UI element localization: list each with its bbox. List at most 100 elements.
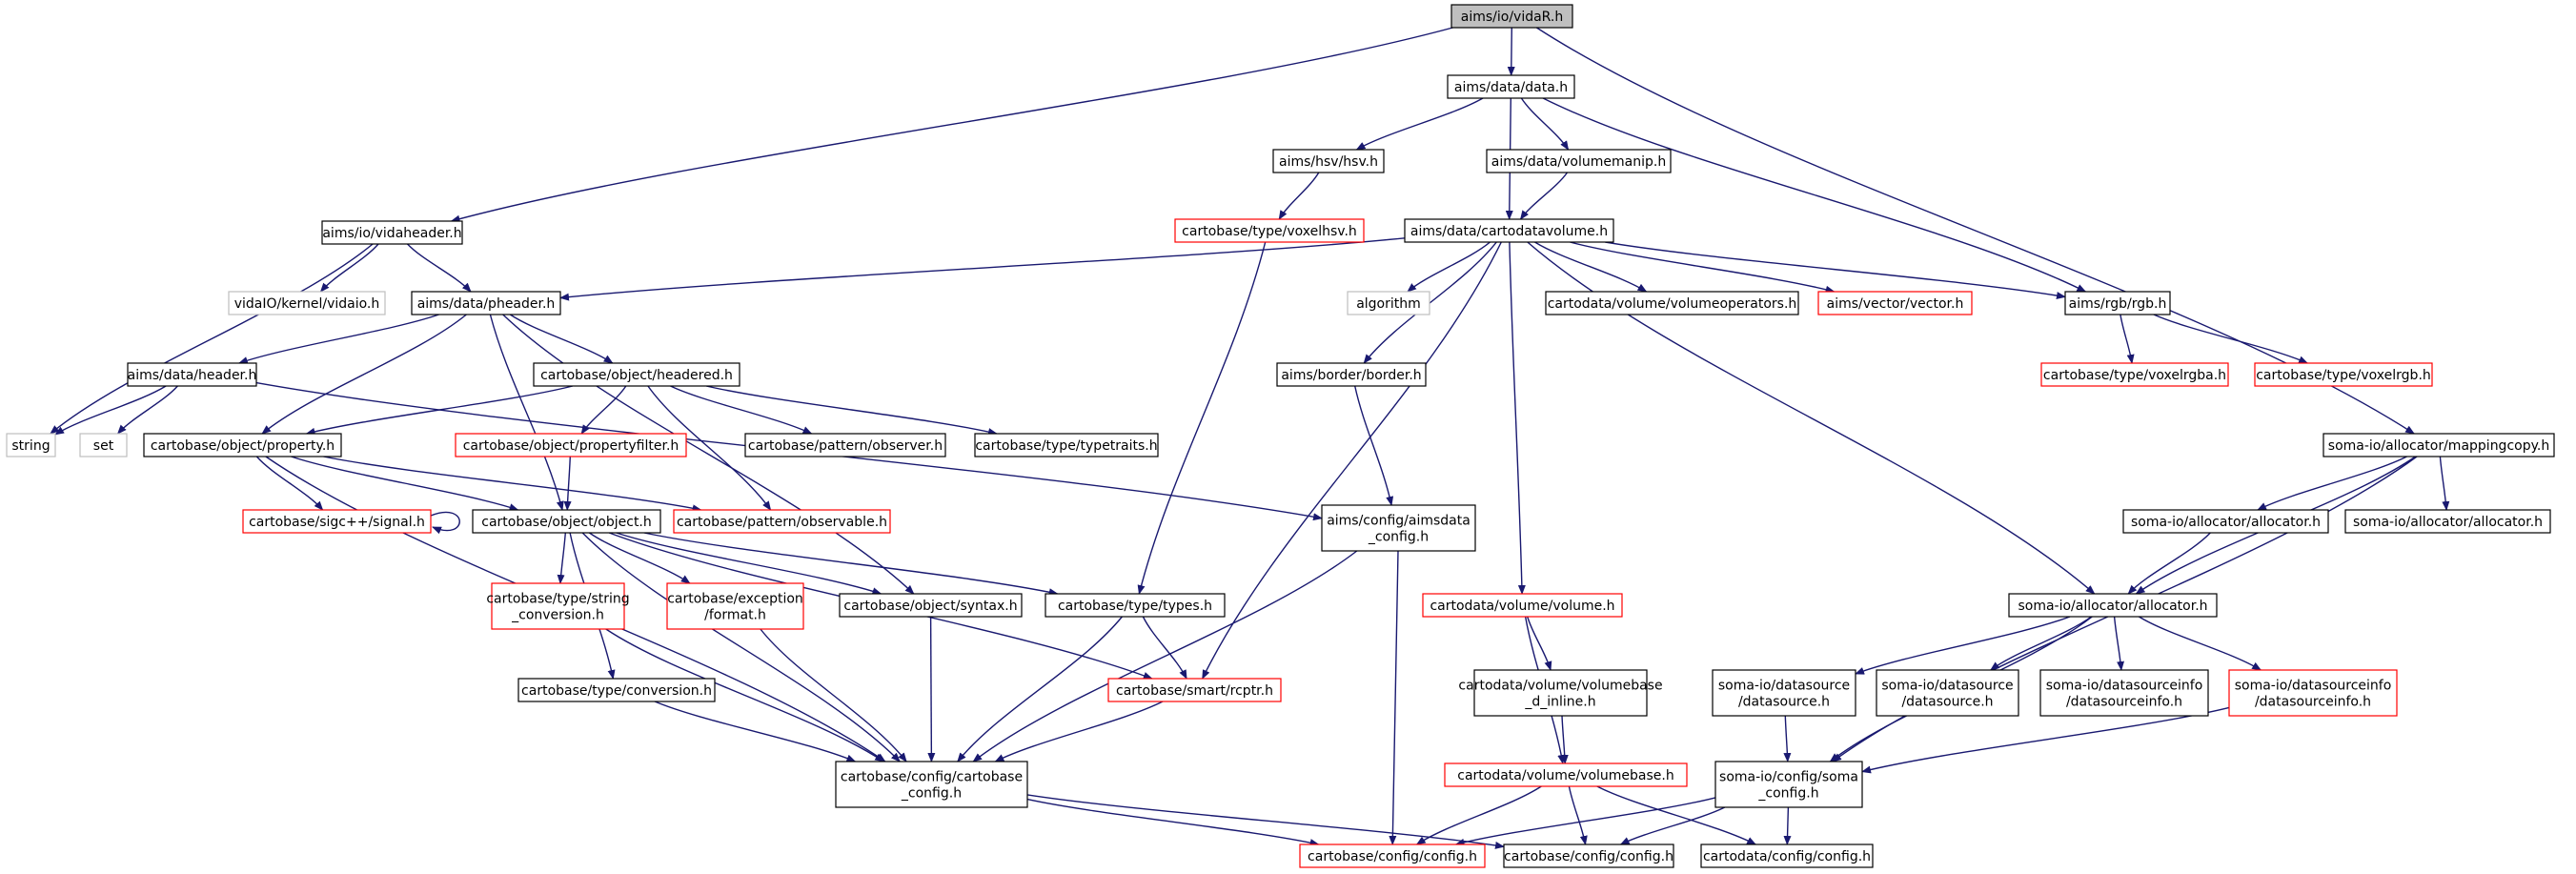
- node-box: [1486, 149, 1672, 173]
- node-format[interactable]: cartobase/exception/format.h: [666, 582, 804, 630]
- edge-aimsdataconfig-to-configRed: [1389, 550, 1399, 845]
- node-observer[interactable]: cartobase/pattern/observer.h: [744, 433, 946, 457]
- node-conversion[interactable]: cartobase/type/conversion.h: [517, 678, 716, 702]
- node-box: [1712, 669, 1856, 717]
- node-label: aims/data/pheader.h: [417, 296, 556, 312]
- node-label: vidaIO/kernel/vidaio.h: [234, 296, 380, 312]
- node-vector[interactable]: aims/vector/vector.h: [1817, 291, 1973, 315]
- node-box: [1473, 669, 1648, 717]
- node-box: [2322, 433, 2555, 457]
- edge-somaconfig-to-configBlack: [1619, 806, 1726, 845]
- node-object[interactable]: cartobase/object/object.h: [472, 509, 661, 534]
- node-datasourceinfoA[interactable]: soma-io/datasourceinfo/datasourceinfo.h: [2039, 669, 2209, 717]
- node-box: [1450, 4, 1573, 29]
- node-label: soma-io/allocator/mappingcopy.h: [2328, 438, 2549, 454]
- edge-headered-to-propertyfilter: [580, 385, 627, 435]
- node-configBlack[interactable]: cartobase/config/config.h: [1503, 844, 1674, 868]
- edge-headered-to-observer: [670, 385, 813, 435]
- node-rgb[interactable]: aims/rgb/rgb.h: [2064, 291, 2171, 315]
- node-volumebase_inline[interactable]: cartodata/volume/volumebase_d_inline.h: [1458, 669, 1663, 717]
- edge-border-to-aimsdataconfig: [1354, 385, 1394, 506]
- node-vidaR[interactable]: aims/io/vidaR.h: [1450, 4, 1573, 29]
- edge-object-to-cartobaseconfig: [581, 532, 901, 762]
- node-volumebase[interactable]: cartodata/volume/volumebase.h: [1444, 762, 1688, 787]
- node-box: [666, 582, 804, 630]
- edge-cartodatavolume-to-rcptr: [1202, 241, 1502, 680]
- edge-conversion-to-cartobaseconfig: [654, 701, 857, 762]
- edge-cartodatavolume-to-volumeoperators: [1534, 241, 1648, 293]
- node-datasourceinfoB[interactable]: soma-io/datasourceinfo/datasourceinfo.h: [2228, 669, 2398, 717]
- node-box: [411, 291, 561, 315]
- node-observable[interactable]: cartobase/pattern/observable.h: [673, 509, 891, 534]
- node-volumeoperators[interactable]: cartodata/volume/volumeoperators.h: [1545, 291, 1799, 315]
- node-propertyfilter[interactable]: cartobase/object/propertyfilter.h: [455, 433, 687, 457]
- edge-allocatorA-to-allocatorMain: [2127, 532, 2211, 595]
- node-label: soma-io/allocator/allocator.h: [2131, 515, 2321, 530]
- node-label: cartobase/config/config.h: [1504, 849, 1673, 864]
- edge-property-to-observable: [323, 456, 702, 513]
- node-box: [533, 362, 740, 387]
- node-allocatorMain[interactable]: soma-io/allocator/allocator.h: [2008, 593, 2218, 618]
- node-cartodataconfig[interactable]: cartodata/config/config.h: [1700, 844, 1874, 868]
- edge-datasourceinfoB-to-somaconfig: [1861, 706, 2230, 774]
- node-pheader[interactable]: aims/data/pheader.h: [411, 291, 561, 315]
- node-configRed[interactable]: cartobase/config/config.h: [1299, 844, 1486, 868]
- node-box: [1422, 593, 1623, 618]
- node-box: [1447, 74, 1575, 99]
- node-types[interactable]: cartobase/type/types.h: [1045, 593, 1226, 618]
- edge-volume-to-volumebase_inline: [1527, 616, 1552, 671]
- node-box: [1045, 593, 1226, 618]
- node-signal[interactable]: cartobase/sigc++/signal.h: [242, 509, 432, 534]
- node-headered[interactable]: cartobase/object/headered.h: [533, 362, 740, 387]
- node-mappingcopy[interactable]: soma-io/allocator/mappingcopy.h: [2322, 433, 2555, 457]
- node-typetraits[interactable]: cartobase/type/typetraits.h: [974, 433, 1159, 457]
- node-allocatorB[interactable]: soma-io/allocator/allocator.h: [2344, 509, 2551, 534]
- node-label: cartobase/type/voxelhsv.h: [1182, 224, 1357, 239]
- node-vidaheader[interactable]: aims/io/vidaheader.h: [321, 220, 463, 245]
- edge-vidaheader-to-pheader: [406, 243, 472, 293]
- node-syntax[interactable]: cartobase/object/syntax.h: [839, 593, 1023, 618]
- node-rcptr[interactable]: cartobase/smart/rcptr.h: [1107, 678, 1282, 702]
- edge-cartodatavolume-to-rgb: [1605, 241, 2066, 299]
- node-datasourceA[interactable]: soma-io/datasource/datasource.h: [1712, 669, 1856, 717]
- node-border[interactable]: aims/border/border.h: [1276, 362, 1427, 387]
- node-cartodatavolume[interactable]: aims/data/cartodatavolume.h: [1404, 218, 1614, 243]
- node-label: cartobase/config/cartobase: [841, 770, 1023, 785]
- node-datasourceB[interactable]: soma-io/datasource/datasource.h: [1876, 669, 2019, 717]
- node-vidaio: vidaIO/kernel/vidaio.h: [228, 291, 386, 315]
- node-header[interactable]: aims/data/header.h: [127, 362, 257, 387]
- edge-data-to-hsv: [1355, 97, 1484, 151]
- node-label: cartodata/volume/volumebase.h: [1457, 768, 1673, 783]
- node-label: aims/vector/vector.h: [1827, 296, 1964, 312]
- node-aimsdataconfig[interactable]: aims/config/aimsdata_config.h: [1321, 504, 1476, 552]
- edge-cartodatavolume-to-algorithm: [1407, 241, 1491, 293]
- node-volumemanip[interactable]: aims/data/volumemanip.h: [1486, 149, 1672, 173]
- node-data[interactable]: aims/data/data.h: [1447, 74, 1575, 99]
- node-box: [744, 433, 946, 457]
- edge-pheader-to-property: [261, 314, 467, 435]
- node-box: [127, 362, 257, 387]
- node-property[interactable]: cartobase/object/property.h: [143, 433, 342, 457]
- edge-datasourceA-to-somaconfig: [1783, 715, 1792, 762]
- node-box: [1107, 678, 1282, 702]
- node-cartobaseconfig[interactable]: cartobase/config/cartobase_config.h: [835, 761, 1028, 808]
- node-voxelrgba[interactable]: cartobase/type/voxelrgba.h: [2040, 362, 2229, 387]
- node-label: /datasourceinfo.h: [2066, 695, 2182, 710]
- node-set: set: [79, 433, 128, 457]
- node-hsv[interactable]: aims/hsv/hsv.h: [1272, 149, 1385, 173]
- node-stringconv[interactable]: cartobase/type/string_conversion.h: [486, 582, 630, 630]
- edge-rgb-to-voxelrgb: [2153, 314, 2309, 364]
- node-label: cartobase/type/types.h: [1058, 599, 1212, 614]
- edge-volumebase-to-configBlack: [1568, 785, 1588, 845]
- node-voxelrgb[interactable]: cartobase/type/voxelrgb.h: [2254, 362, 2433, 387]
- edge-vidaR-to-vidaheader: [450, 27, 1453, 223]
- node-label: cartobase/object/headered.h: [540, 368, 733, 383]
- node-label: aims/data/cartodatavolume.h: [1410, 224, 1608, 239]
- edge-mappingcopy-to-allocatorB: [2439, 456, 2450, 511]
- node-voxelhsv[interactable]: cartobase/type/voxelhsv.h: [1174, 218, 1365, 243]
- node-volume[interactable]: cartodata/volume/volume.h: [1422, 593, 1623, 618]
- node-label: string: [11, 438, 50, 454]
- edge-rcptr-to-cartobaseconfig: [994, 701, 1164, 762]
- node-somaconfig[interactable]: soma-io/config/soma_config.h: [1714, 761, 1863, 808]
- node-allocatorA[interactable]: soma-io/allocator/allocator.h: [2122, 509, 2329, 534]
